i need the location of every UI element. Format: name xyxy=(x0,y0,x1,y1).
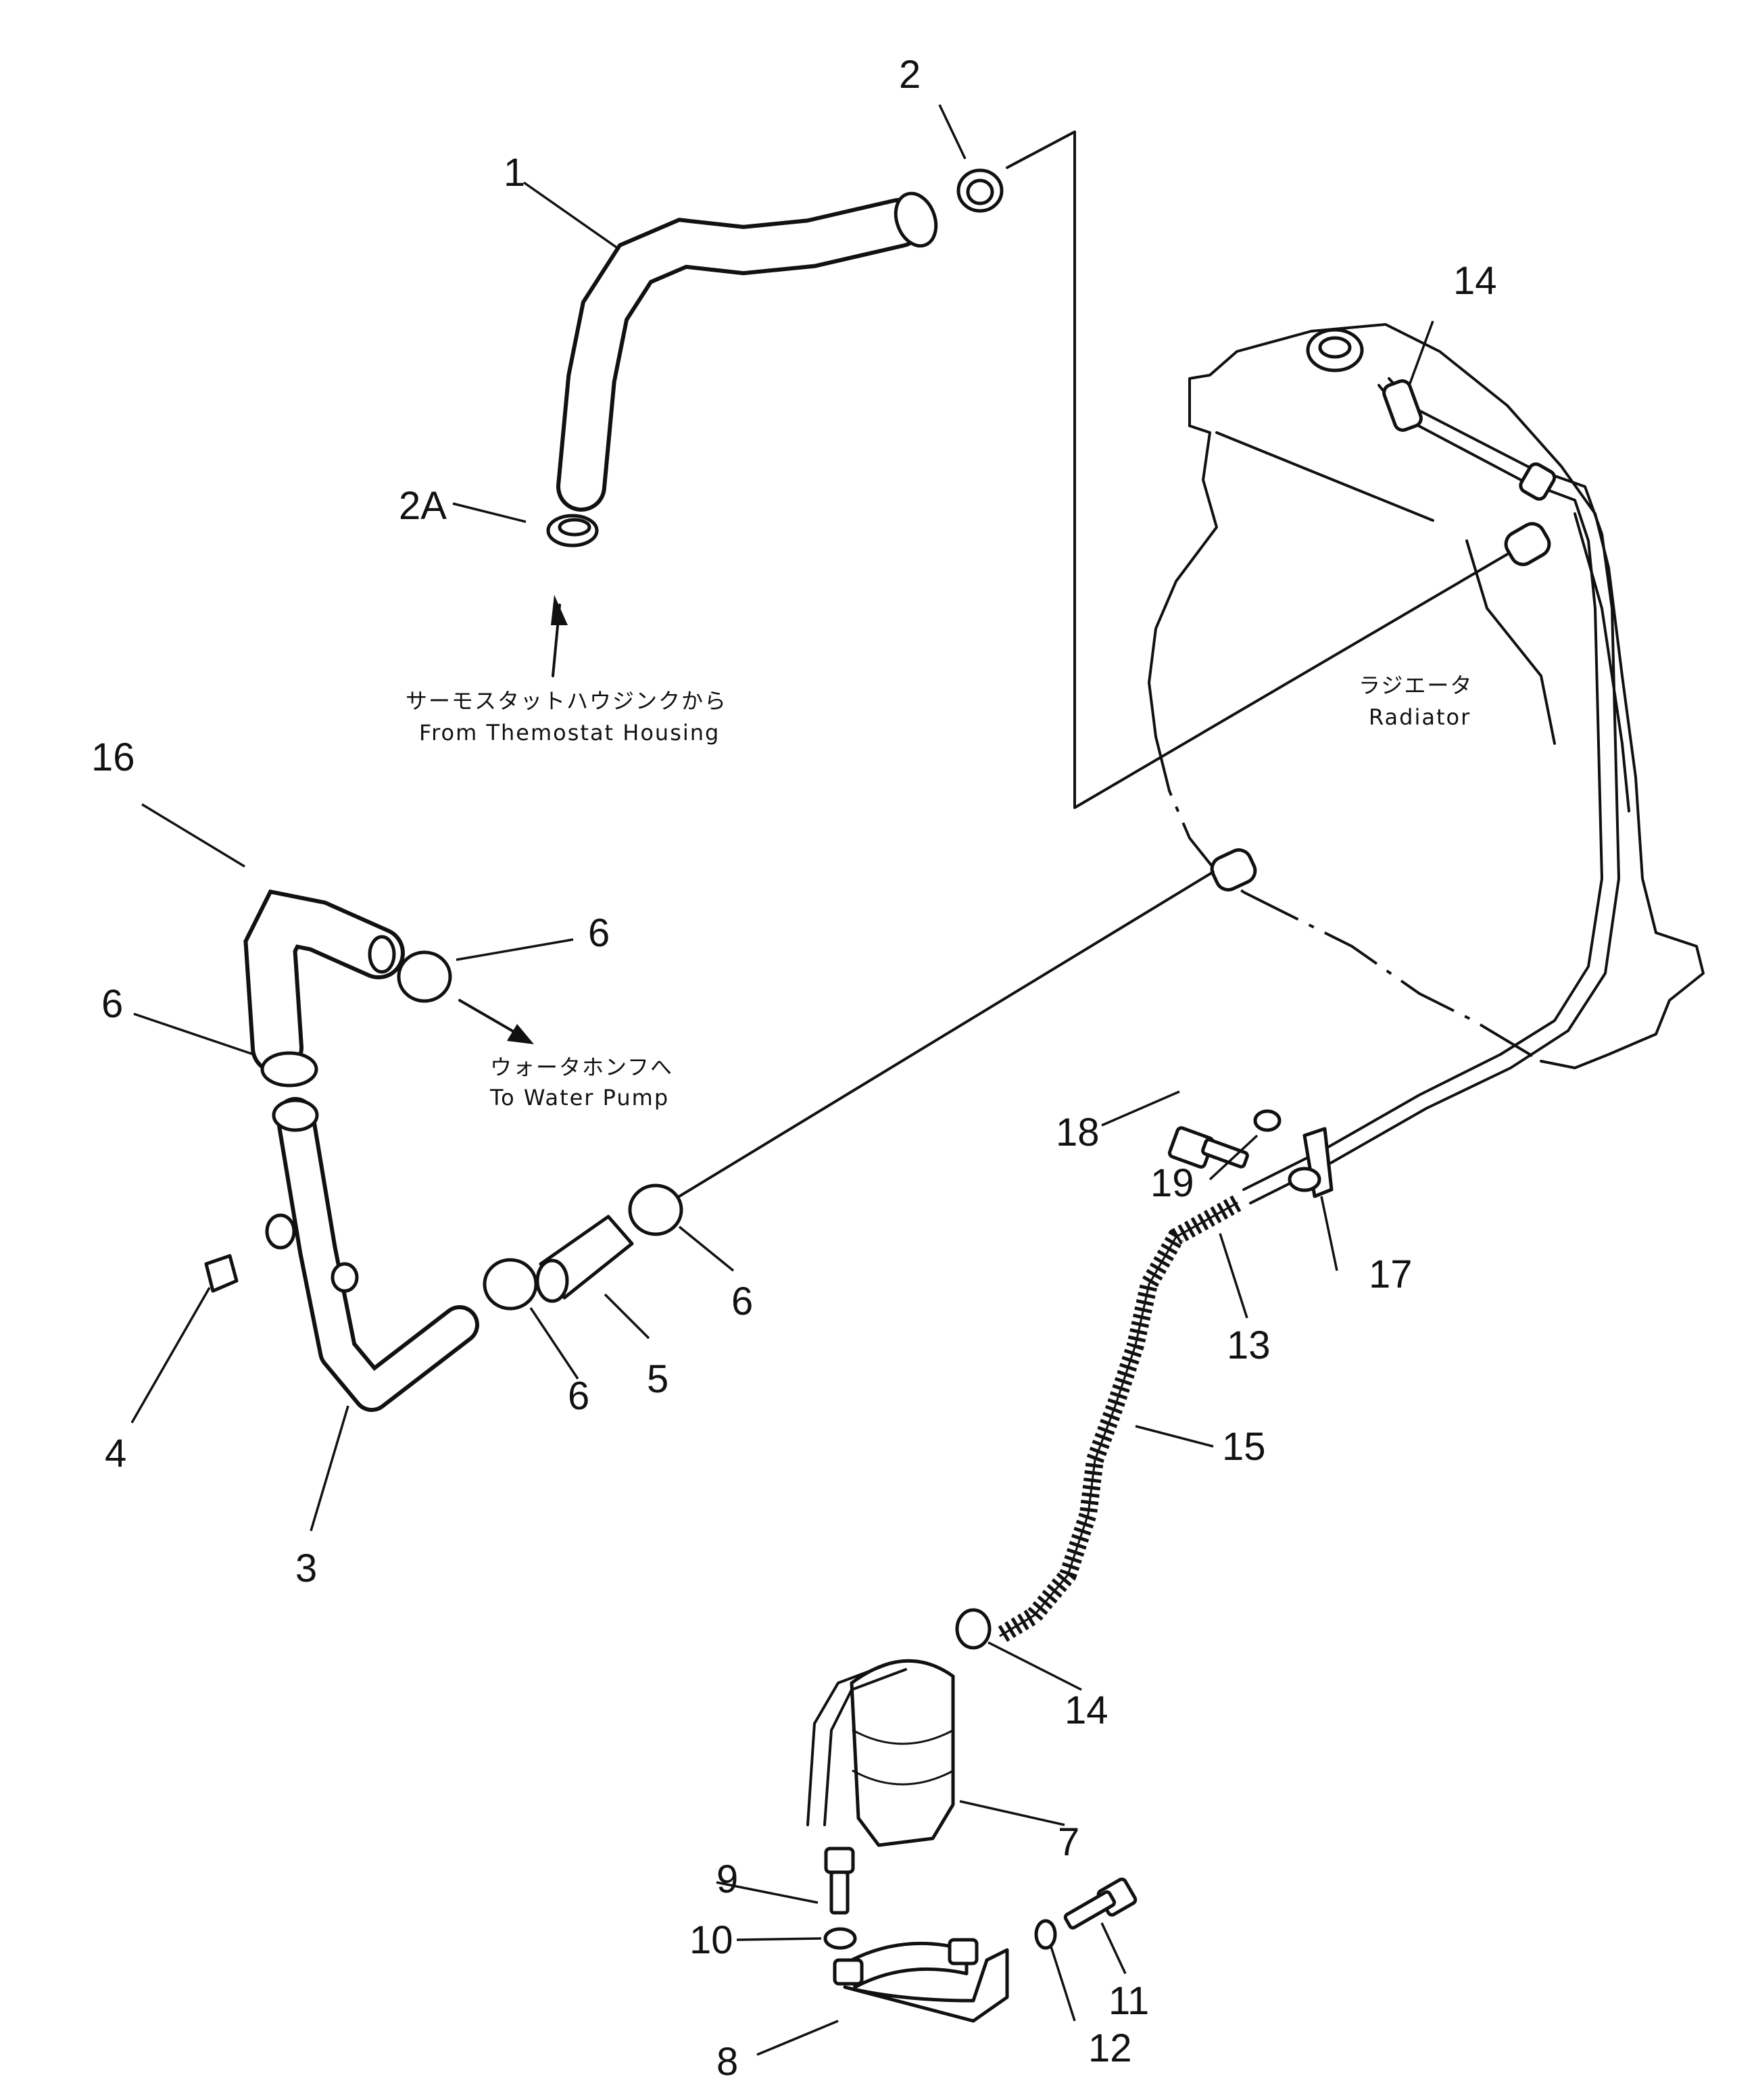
callout-16: 16 xyxy=(91,735,135,779)
hose-16-fill xyxy=(247,894,401,1070)
hose-clamp-2a-inner xyxy=(558,518,591,537)
note-radiator-jp: ラジエータ xyxy=(1359,673,1473,698)
callout-14-b: 14 xyxy=(1065,1688,1108,1732)
hose-1-end xyxy=(894,191,938,248)
radiator-base-edge xyxy=(1243,891,1542,1063)
hose-clamp-14-lower xyxy=(955,1608,992,1650)
tube-joint-sleeve xyxy=(1519,462,1557,501)
callout-6-b: 6 xyxy=(101,982,123,1026)
hose-5-end xyxy=(535,1259,569,1303)
radiator-outline xyxy=(1188,323,1705,1069)
radiator-front-face xyxy=(1148,424,1218,738)
note-thermostat-en: From Themostat Housing xyxy=(419,720,720,746)
callout-4: 4 xyxy=(105,1432,126,1475)
radiator-hidden-edge xyxy=(1154,736,1245,894)
callout-1: 1 xyxy=(504,151,525,195)
callout-3: 3 xyxy=(295,1546,317,1590)
pipe-3-top-end xyxy=(272,1098,319,1132)
hose-clamp-2-inner xyxy=(966,178,994,205)
callout-5: 5 xyxy=(647,1357,668,1401)
callout-10: 10 xyxy=(689,1918,733,1962)
hose-clamp-6-c xyxy=(628,1183,683,1236)
radiator-filler-cap-inner xyxy=(1318,336,1352,359)
bolt-11 xyxy=(1063,1877,1138,1930)
hose-clamp-6-a xyxy=(397,950,452,1003)
hose-16-end xyxy=(368,935,396,974)
radiator-lower-outlet xyxy=(1210,848,1257,892)
callout-11: 11 xyxy=(1108,1979,1149,2023)
callout-8: 8 xyxy=(716,2040,738,2084)
radiator-upper-inlet xyxy=(1504,522,1551,566)
note-pump-en: To Water Pump xyxy=(489,1085,669,1110)
detail-frame-line xyxy=(1006,130,1509,809)
washer-19 xyxy=(1253,1109,1282,1132)
flow-notes: サーモスタットハウジンクから From Themostat Housing ウォ… xyxy=(406,673,1473,1110)
callout-18: 18 xyxy=(1056,1110,1100,1154)
reservoir-tank xyxy=(806,1659,955,1847)
pipe-3-fill xyxy=(280,1101,475,1408)
callout-14-a: 14 xyxy=(1453,259,1497,303)
note-radiator-en: Radiator xyxy=(1369,704,1471,730)
callout-15: 15 xyxy=(1222,1425,1266,1469)
washer-12 xyxy=(1034,1919,1057,1950)
bracket-8 xyxy=(833,1938,1009,2023)
connection-line xyxy=(678,871,1215,1198)
radiator xyxy=(1148,323,1705,1069)
bolt-18 xyxy=(1167,1126,1249,1169)
callout-13: 13 xyxy=(1227,1323,1271,1367)
pipe-3-boss-2 xyxy=(331,1262,359,1293)
overflow-tube xyxy=(1242,384,1603,1191)
hose-1-fill xyxy=(560,202,920,508)
callout-2a: 2A xyxy=(399,484,447,528)
arrow-to-water-pump-head xyxy=(507,1024,534,1044)
note-pump-jp: ウォータホンフへ xyxy=(490,1054,673,1080)
washer-10 xyxy=(823,1927,857,1950)
callout-6-d: 6 xyxy=(568,1374,589,1418)
overflow-tube-outer xyxy=(1249,377,1620,1204)
callout-6-a: 6 xyxy=(588,911,610,955)
callout-17: 17 xyxy=(1369,1252,1413,1296)
callout-19: 19 xyxy=(1150,1161,1194,1205)
callout-6-c: 6 xyxy=(731,1279,753,1323)
hose-clamp-6-d xyxy=(483,1258,538,1311)
tube-clamp-top xyxy=(1382,379,1423,432)
arrow-from-thermostat-head xyxy=(551,595,568,625)
radiator-rear-edge xyxy=(1574,512,1630,812)
callout-labels: 1 2 2A 3 4 5 6 6 6 6 7 8 9 10 11 12 13 1… xyxy=(91,53,1497,2084)
callout-9: 9 xyxy=(716,1857,738,1901)
note-thermostat-jp: サーモスタットハウジンクから xyxy=(406,688,727,714)
callout-7: 7 xyxy=(1058,1820,1079,1864)
radiator-side-edge xyxy=(1465,539,1556,745)
corrugated-protector-core xyxy=(999,1202,1238,1637)
pipe-3-boss xyxy=(265,1213,296,1250)
corrugated-protector xyxy=(996,1195,1242,1644)
callout-2: 2 xyxy=(899,53,921,97)
bolt-9 xyxy=(824,1847,855,1915)
reservoir-tank-hose xyxy=(823,1668,907,1826)
hose-clamp-6-b xyxy=(260,1051,318,1088)
plug-4 xyxy=(204,1254,239,1293)
radiator-top-edge xyxy=(1215,431,1434,522)
leader-lines xyxy=(130,104,1434,2056)
clip-ring xyxy=(1288,1167,1321,1192)
callout-12: 12 xyxy=(1088,2026,1132,2070)
